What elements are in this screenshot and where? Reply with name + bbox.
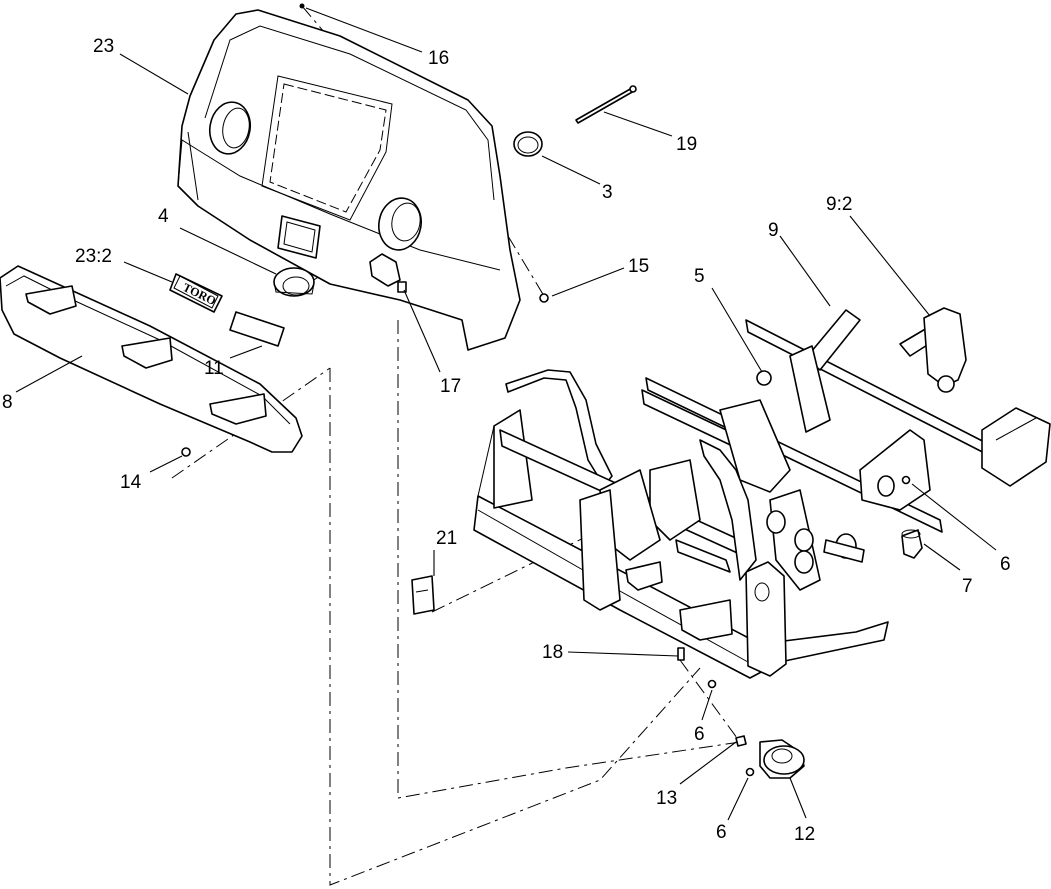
bolt-frame [677, 647, 685, 661]
bushing [273, 267, 315, 297]
callout-label: 18 [542, 642, 563, 663]
callout-label: 19 [676, 134, 697, 155]
callout-label: 9 [768, 220, 779, 241]
callout-label: 15 [628, 256, 649, 277]
callout-label: 16 [428, 48, 449, 69]
main-frame [473, 307, 1051, 679]
callout-label: 4 [158, 206, 169, 227]
bumper-stop [901, 529, 923, 559]
callout-label: 11 [204, 358, 224, 379]
nut-panel [539, 293, 549, 303]
callout-label: 6 [1000, 554, 1011, 575]
nut-horn-lower [745, 767, 755, 777]
callout-label: 3 [602, 182, 613, 203]
callout-label: 14 [120, 472, 142, 493]
plug-cap [513, 131, 543, 157]
callout-label: 7 [962, 576, 973, 597]
callout-label: 6 [694, 724, 705, 745]
leader-lines [15, 7, 997, 821]
callout-labels: 23 16 19 3 4 23:2 15 9 9:2 5 11 17 8 14 … [2, 36, 1011, 845]
bolt-horn [735, 735, 747, 747]
nut-horn-upper [707, 679, 717, 689]
clip-panel [397, 281, 407, 293]
callout-label: 12 [794, 824, 815, 845]
horn [759, 739, 805, 779]
decal-small [411, 575, 435, 615]
bumper [0, 265, 303, 453]
rod [575, 85, 637, 124]
callout-label: 8 [2, 392, 13, 413]
callout-label: 13 [656, 788, 677, 809]
callout-label: 6 [716, 822, 727, 843]
callout-label: 9:2 [826, 194, 852, 215]
callout-label: 17 [440, 376, 461, 397]
screw-bumper [181, 447, 191, 457]
callout-label: 23:2 [75, 246, 112, 267]
decal-logo: TORO [169, 273, 223, 313]
dash-panel [177, 3, 521, 351]
callout-label: 23 [93, 36, 114, 57]
decal-strip [229, 311, 285, 347]
nut-frame [901, 475, 911, 485]
callout-label: 21 [436, 528, 457, 549]
callout-label: 5 [694, 266, 705, 287]
knob-ball [756, 370, 772, 386]
